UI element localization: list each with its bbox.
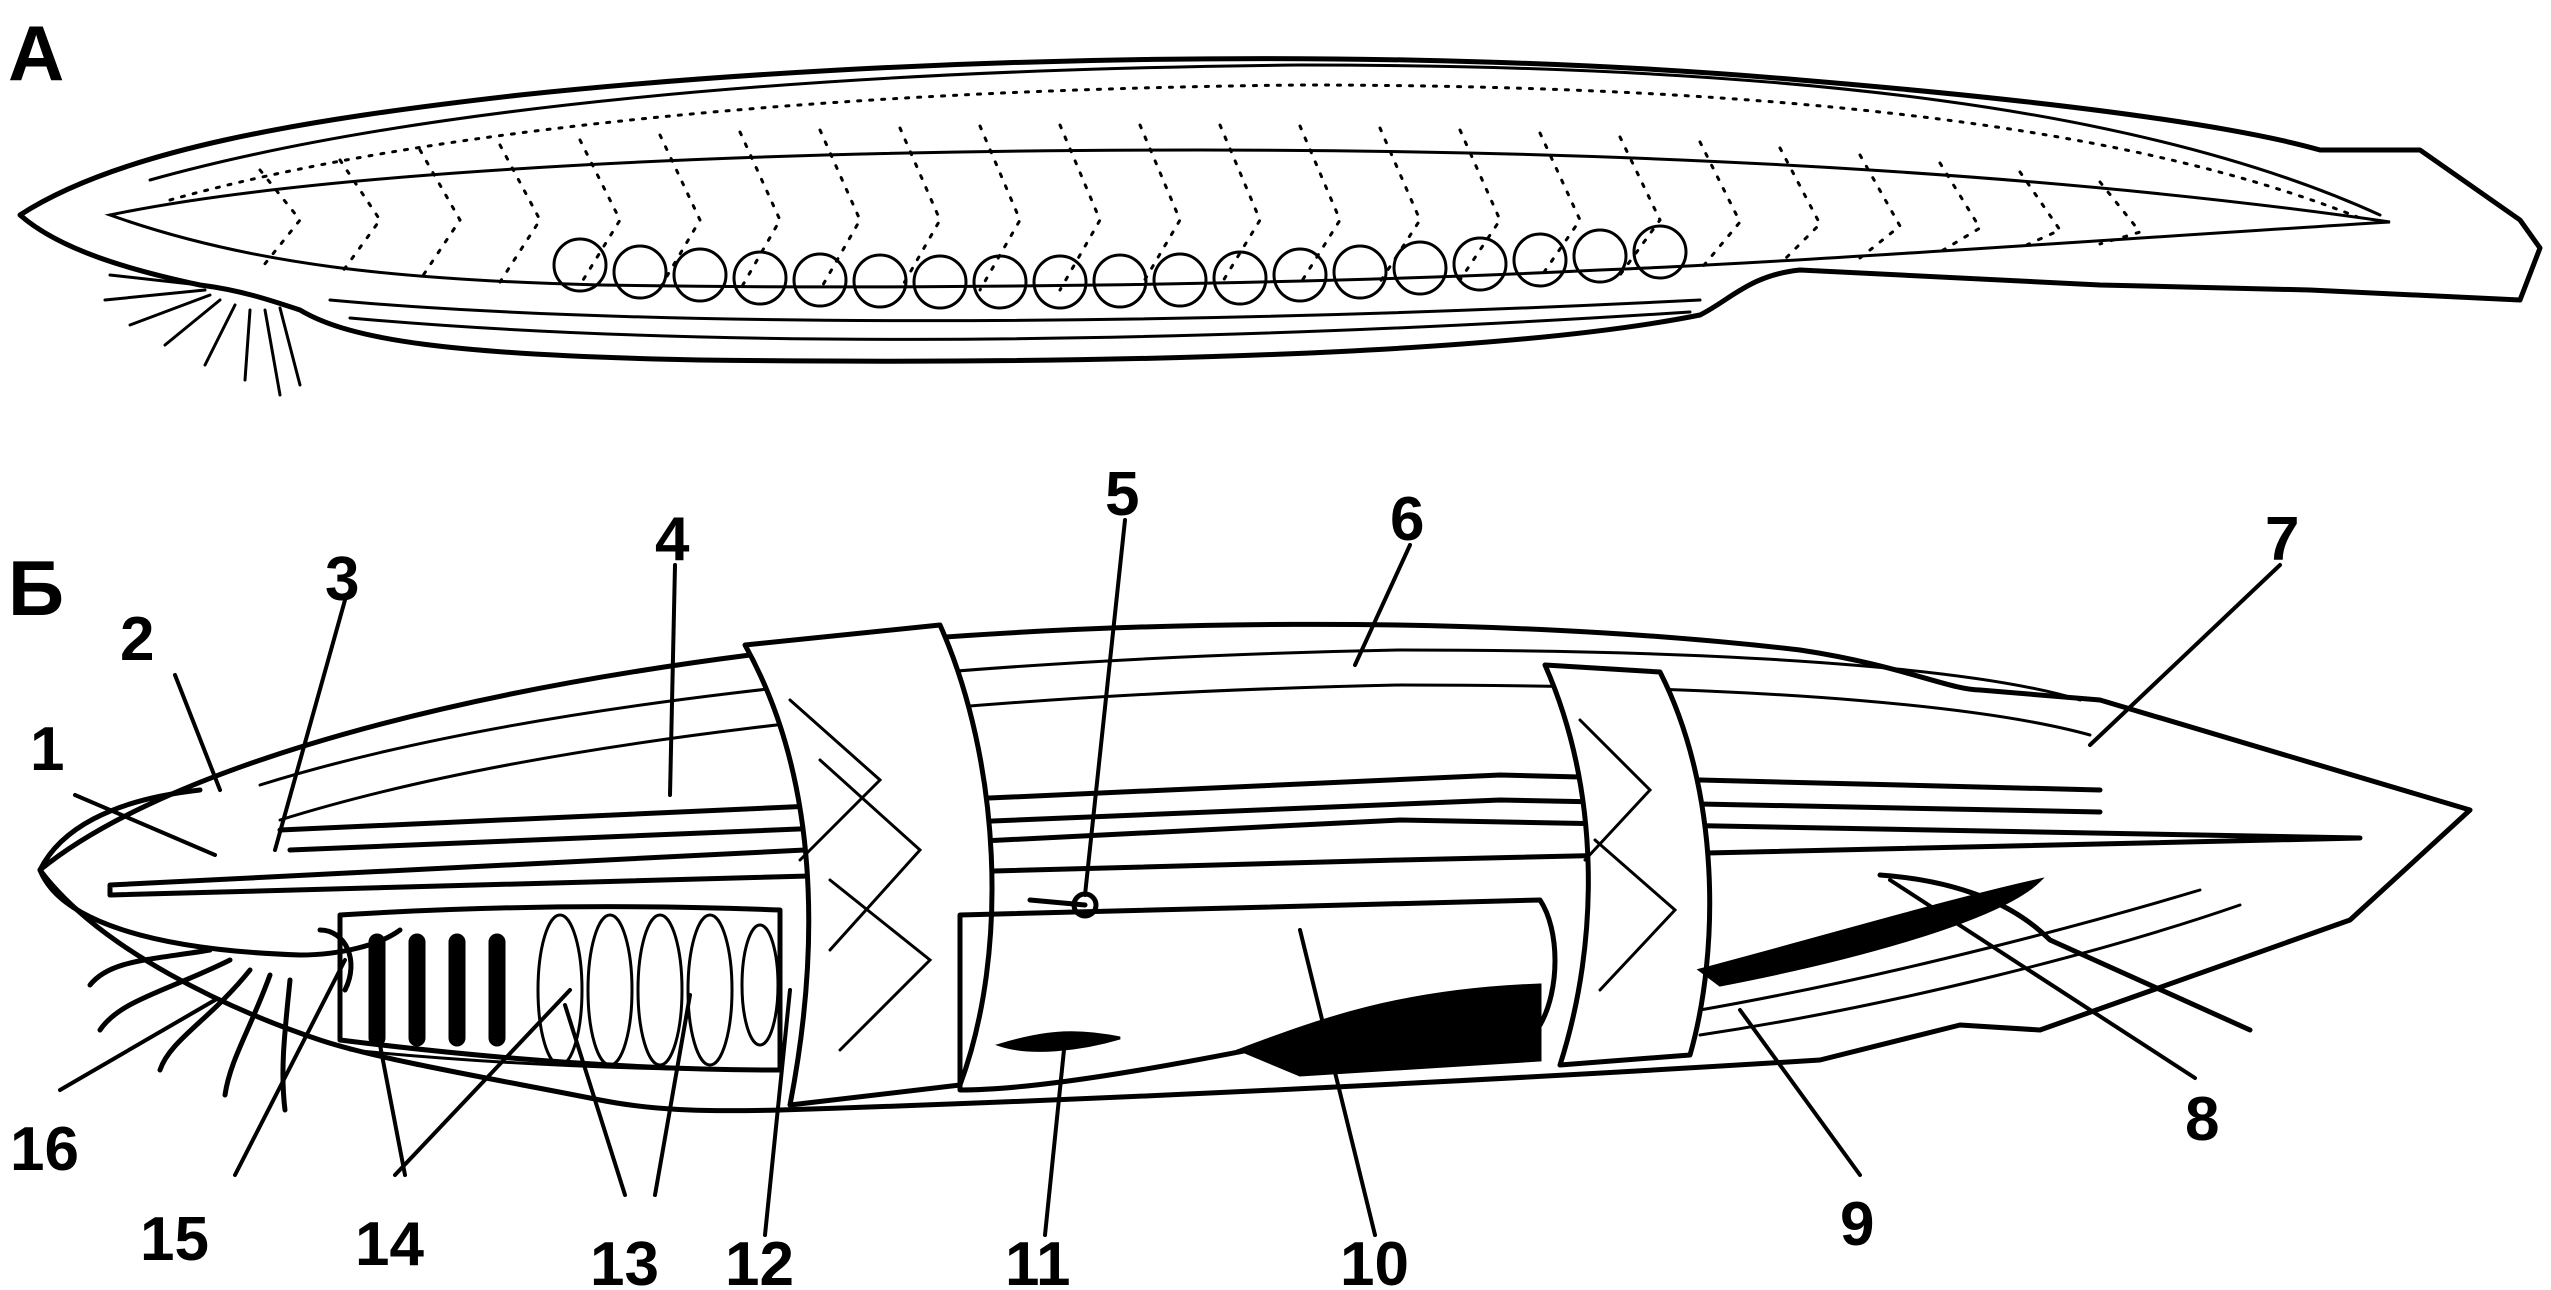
velum-b <box>317 927 354 993</box>
label-13: 13 <box>590 1230 659 1290</box>
label-11: 11 <box>1005 1230 1071 1290</box>
leader-lines <box>58 518 2282 1237</box>
panel-letter-b: Б <box>8 544 64 632</box>
dorsal-fin-band-b <box>258 648 2082 787</box>
nerve-cord-2-b <box>287 797 2103 853</box>
panel-b-internal-view: Б <box>8 460 2473 1290</box>
gut-dark-b <box>1235 983 1542 1077</box>
endostyle-b <box>348 1048 772 1072</box>
label-10: 10 <box>1340 1230 1409 1290</box>
metapleural-fold-2-a <box>348 310 1692 341</box>
label-8: 8 <box>2185 1085 2219 1154</box>
label-9: 9 <box>1840 1190 1874 1259</box>
atrium-b <box>1696 877 2045 987</box>
label-15: 15 <box>140 1205 209 1274</box>
inner-outline-a <box>104 148 2391 289</box>
label-4: 4 <box>655 505 690 574</box>
myomeres-a <box>258 123 2143 292</box>
myomere-block-2-chevrons <box>1578 718 1678 992</box>
panel-letter-a: А <box>8 9 64 97</box>
label-14: 14 <box>355 1210 424 1279</box>
oral-cirri-a <box>103 273 302 397</box>
myomere-block-1-chevrons <box>788 698 933 1052</box>
dorsal-fin-rays-a <box>168 83 2362 220</box>
hepatic-caecum-b <box>995 1031 1121 1052</box>
gill-arches-b <box>536 913 780 1067</box>
body-outline-a <box>17 56 2543 364</box>
label-7: 7 <box>2265 505 2299 574</box>
label-6: 6 <box>1390 485 1424 554</box>
gonads-a <box>552 224 1688 310</box>
panel-a-external-view: А <box>8 9 2543 397</box>
oral-cirri-b <box>87 947 293 1113</box>
notochord-b <box>107 817 2363 898</box>
gill-slits-b <box>368 933 506 1047</box>
atriopore-duct-b <box>1027 897 1088 908</box>
myomere-block-2 <box>1542 662 1713 1068</box>
body-outline-b <box>37 621 2473 1114</box>
label-3: 3 <box>325 545 359 614</box>
dorsal-fin-band-inner-b <box>278 683 2092 822</box>
label-5: 5 <box>1105 460 1139 529</box>
ventral-fin-band-b <box>1698 888 2202 1012</box>
anal-channel-b <box>1877 872 2253 1033</box>
oral-hood-b <box>37 867 403 958</box>
label-1: 1 <box>30 715 64 784</box>
label-16: 16 <box>10 1115 79 1184</box>
ventral-fin-band-inner-b <box>1698 903 2242 1037</box>
label-2: 2 <box>120 605 154 674</box>
rostrum-b <box>37 787 203 873</box>
label-12: 12 <box>725 1230 794 1290</box>
nerve-cord-b <box>277 772 2103 833</box>
metapleural-fold-a <box>328 298 1702 323</box>
dorsal-fin-line-a <box>148 63 2382 217</box>
pharynx-b <box>337 904 783 1073</box>
